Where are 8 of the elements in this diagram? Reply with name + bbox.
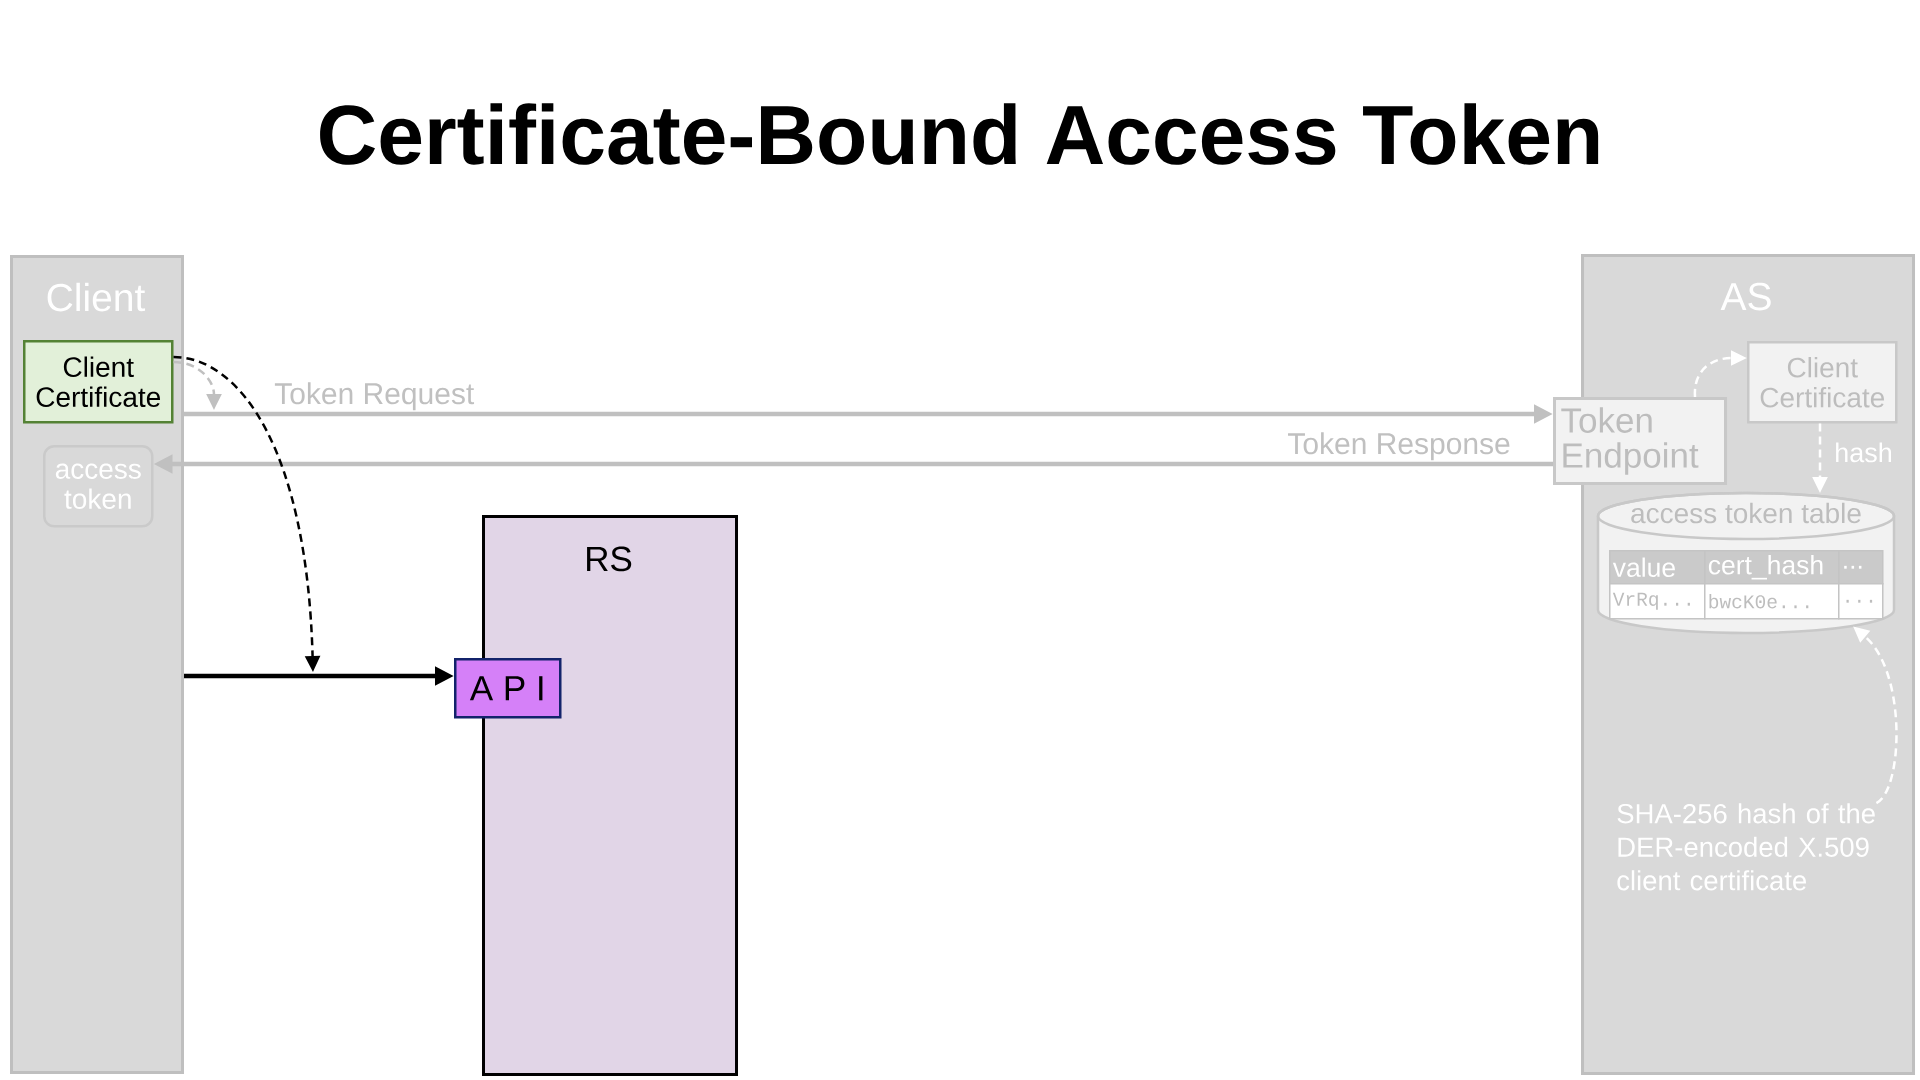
title: Certificate-Bound Access Token — [320, 103, 1599, 165]
edge-label: Token Request — [274, 382, 475, 411]
certificate-box: Client Certificate — [23, 340, 174, 424]
table-cell: ... — [1838, 583, 1884, 620]
edge-label: Token Response — [1288, 432, 1510, 461]
table-cell: VrRq... — [1609, 583, 1706, 620]
table-cell: ... — [1838, 550, 1884, 585]
api-box: A P I — [454, 658, 562, 719]
